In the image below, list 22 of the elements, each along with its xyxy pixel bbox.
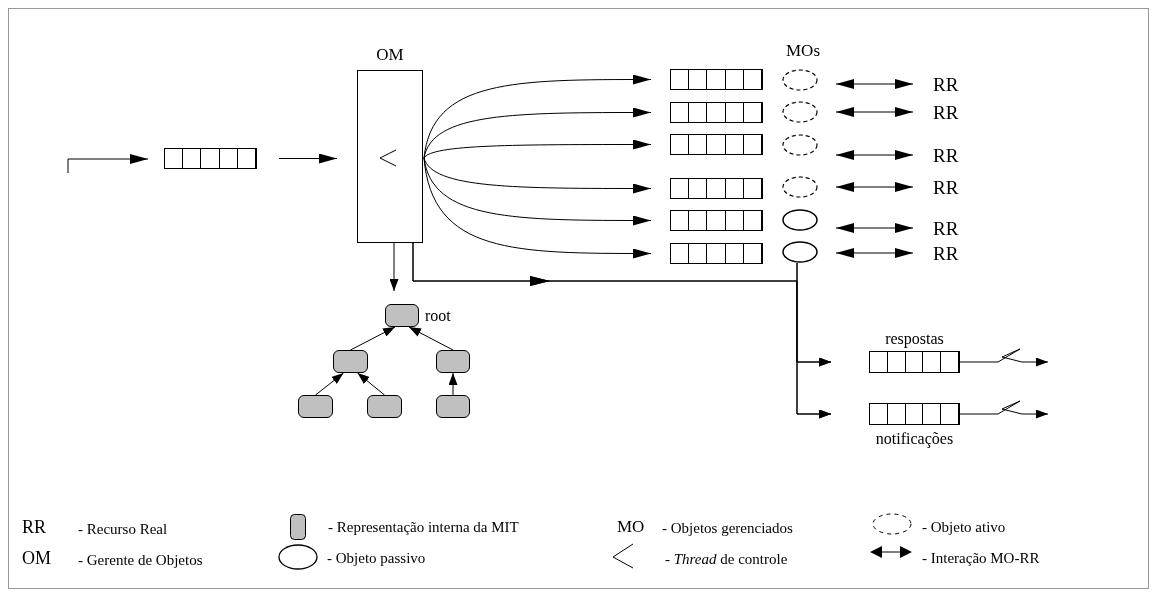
- definition-label: - Objetos gerenciados: [662, 521, 793, 536]
- abbreviation-label: OM: [22, 549, 51, 567]
- resource-label: RR: [933, 178, 959, 197]
- node-label: notificações: [875, 431, 954, 447]
- resource-label: RR: [933, 244, 959, 263]
- legend-label: - Interação MO-RR: [922, 551, 1040, 566]
- definition-label: - Recurso Real: [78, 522, 168, 537]
- abbreviation-label: MO: [617, 518, 645, 535]
- node-label: OM: [376, 46, 404, 63]
- abbreviation-label: RR: [22, 518, 46, 536]
- resource-label: RR: [933, 219, 959, 238]
- legend-label: - Thread de controle: [665, 552, 788, 567]
- node-label: root: [425, 308, 451, 324]
- legend-label: - Objeto passivo: [327, 551, 426, 566]
- resource-label: RR: [933, 103, 959, 122]
- node-label: respostas: [885, 331, 944, 347]
- legend-label: - Objeto ativo: [922, 520, 1006, 535]
- legend-label: - Representação interna da MIT: [328, 520, 519, 535]
- group-label: MOs: [786, 42, 820, 59]
- resource-label: RR: [933, 146, 959, 165]
- resource-label: RR: [933, 75, 959, 94]
- definition-label: - Gerente de Objetos: [78, 553, 203, 568]
